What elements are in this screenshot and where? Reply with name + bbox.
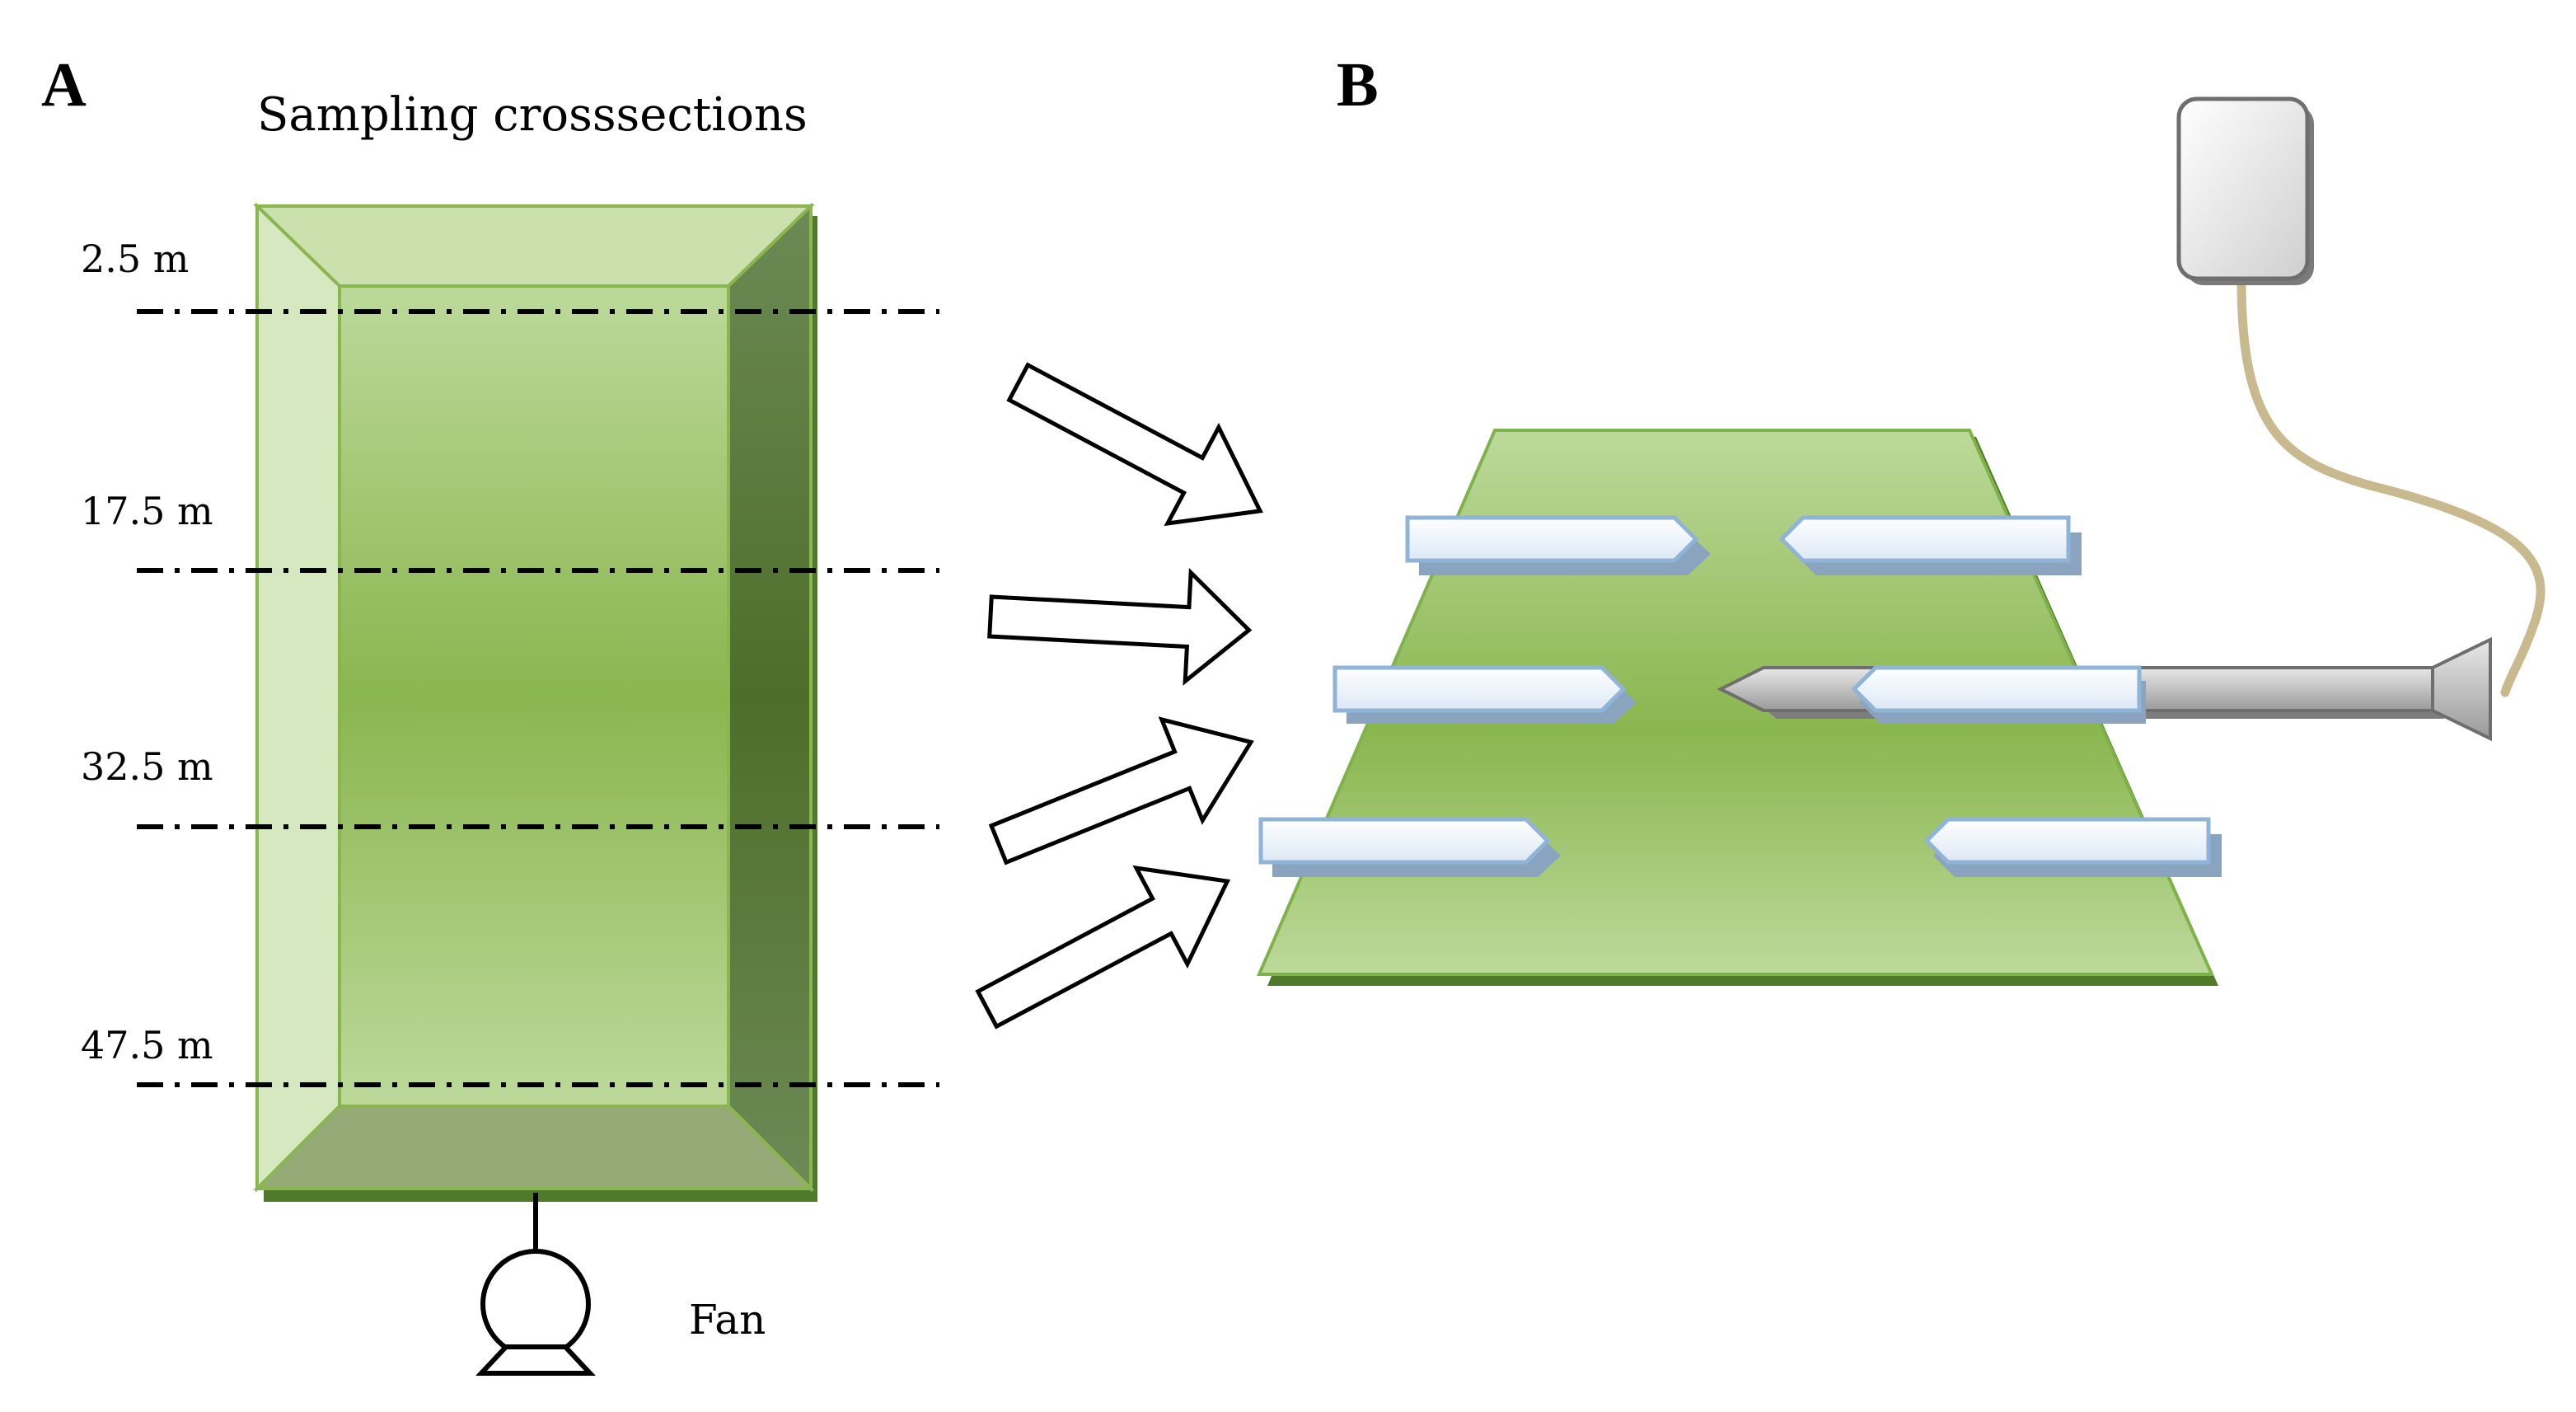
arrows bbox=[975, 362, 1263, 1030]
probe bbox=[1332, 665, 1637, 724]
probes bbox=[1258, 515, 2222, 877]
fermenter-box bbox=[253, 202, 817, 1202]
probe bbox=[1923, 817, 2222, 877]
crosssection-label-4: 47.5 m bbox=[81, 1023, 213, 1067]
fan-icon bbox=[475, 1193, 596, 1376]
crosssection-label-3: 32.5 m bbox=[81, 744, 213, 789]
panel-b-letter: B bbox=[1337, 50, 1379, 120]
arrow-icon bbox=[1006, 362, 1263, 527]
arrow-icon bbox=[988, 716, 1254, 865]
panel-a-title: Sampling crosssections bbox=[257, 88, 808, 142]
probe bbox=[1405, 515, 1711, 575]
tube bbox=[2236, 275, 2546, 697]
probe bbox=[1778, 515, 2082, 575]
sensor-box-icon bbox=[2176, 96, 2314, 285]
probe bbox=[1258, 817, 1561, 877]
fan-label: Fan bbox=[689, 1296, 766, 1344]
crosssection-label-1: 2.5 m bbox=[81, 237, 189, 281]
arrow-icon bbox=[975, 865, 1231, 1030]
crosssection-label-2: 17.5 m bbox=[81, 489, 213, 533]
crosssection-lines bbox=[137, 309, 939, 1087]
probe bbox=[1851, 665, 2146, 724]
panel-a-letter: A bbox=[41, 50, 87, 120]
arrow-icon bbox=[987, 567, 1253, 686]
